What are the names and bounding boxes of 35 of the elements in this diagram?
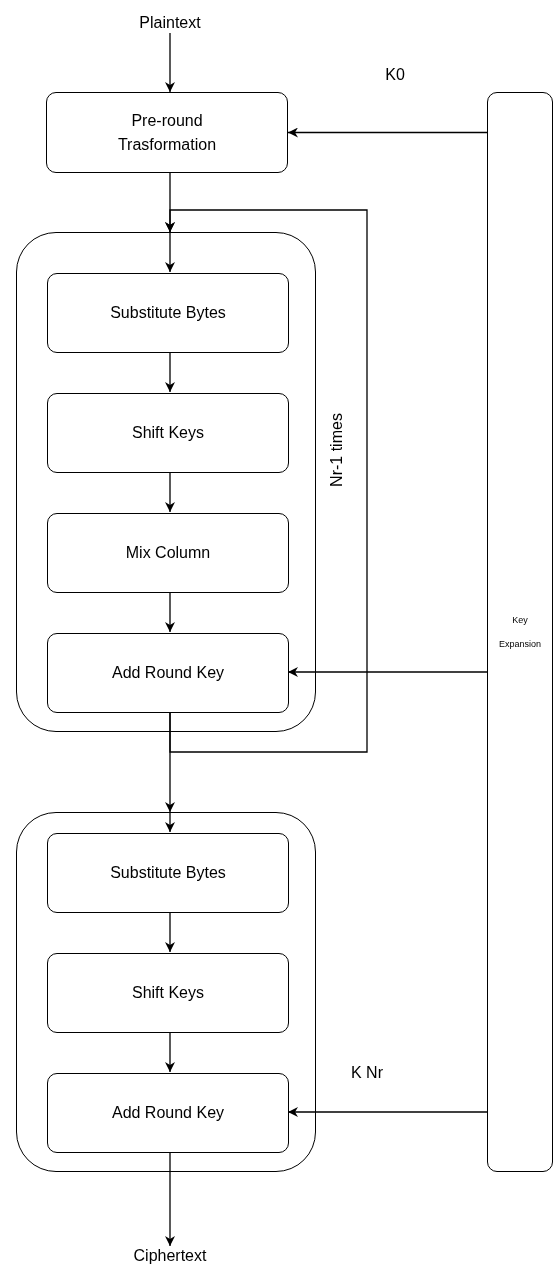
process-box bbox=[47, 833, 289, 913]
arrow bbox=[165, 591, 175, 633]
terminal-text: Ciphertext bbox=[133, 1246, 207, 1266]
arrow bbox=[165, 231, 175, 273]
arrow bbox=[165, 351, 175, 393]
process-box bbox=[46, 92, 288, 173]
box-text: Add Round Key bbox=[111, 663, 225, 683]
process-box bbox=[47, 1073, 289, 1153]
arrow bbox=[165, 1151, 175, 1247]
arrow bbox=[165, 32, 175, 93]
arrow bbox=[165, 911, 175, 953]
box-text: Mix Column bbox=[125, 543, 211, 563]
arrow bbox=[287, 667, 488, 677]
arrow bbox=[287, 1107, 488, 1117]
box-text: Shift Keys bbox=[132, 423, 204, 443]
round-group-box bbox=[16, 812, 316, 1172]
box-text: Substitute Bytes bbox=[110, 303, 226, 323]
process-box bbox=[47, 513, 289, 593]
box-text: Pre-round Trasformation bbox=[116, 110, 218, 155]
arrow bbox=[165, 209, 368, 753]
process-box bbox=[47, 953, 289, 1033]
box-text: Substitute Bytes bbox=[110, 863, 226, 883]
process-box bbox=[47, 633, 289, 713]
process-box bbox=[47, 273, 289, 353]
arrow bbox=[165, 471, 175, 513]
box-text: Shift Keys bbox=[132, 983, 204, 1003]
round-group-box bbox=[16, 232, 316, 732]
process-box bbox=[47, 393, 289, 473]
arrow bbox=[287, 127, 488, 138]
arrow bbox=[165, 1031, 175, 1073]
terminal-text: Plaintext bbox=[139, 13, 201, 33]
arrow bbox=[165, 811, 175, 833]
key-expansion-box bbox=[487, 92, 553, 1172]
box-text: Add Round Key bbox=[111, 1103, 225, 1123]
box-text: Key Expansion bbox=[498, 614, 542, 651]
